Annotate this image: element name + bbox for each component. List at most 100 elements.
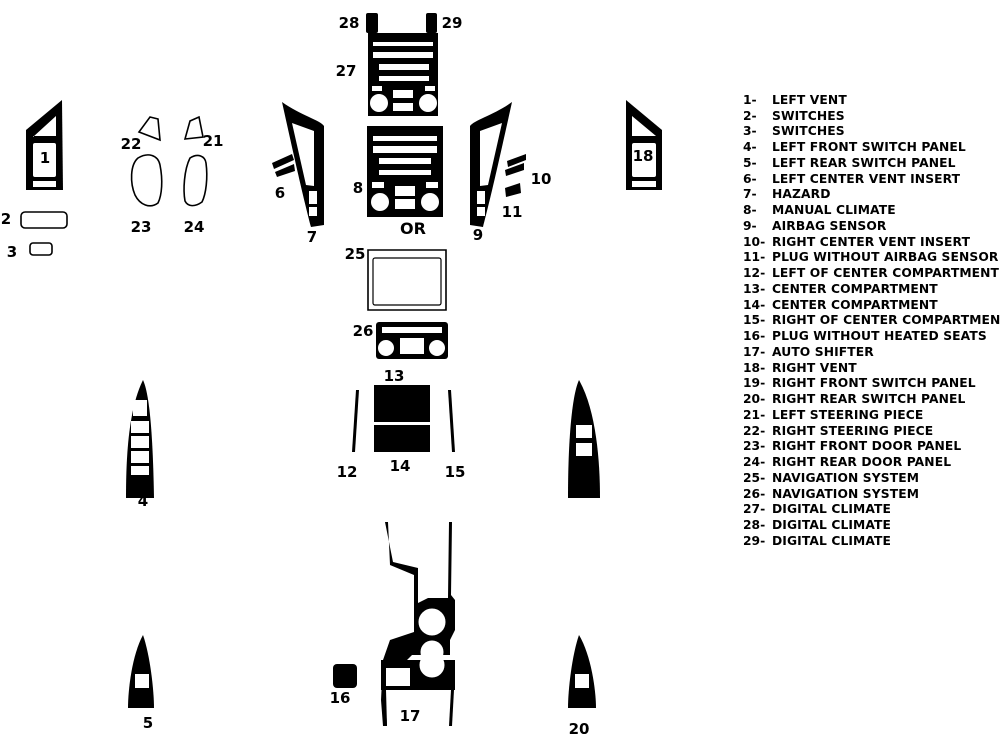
legend-item-label: CENTER COMPARTMENT xyxy=(772,297,938,312)
part-center-compartment-13 xyxy=(374,385,430,422)
callout-27: 27 xyxy=(336,62,357,80)
part-digital-climate-28 xyxy=(366,13,378,33)
legend-item-number: 6- xyxy=(743,171,757,186)
legend-item-number: 11- xyxy=(743,250,766,265)
legend-item-label: MANUAL CLIMATE xyxy=(772,203,896,218)
legend-item-label: RIGHT FRONT SWITCH PANEL xyxy=(772,376,976,391)
callout-8: 8 xyxy=(353,179,363,197)
legend-item-label: AIRBAG SENSOR xyxy=(772,218,887,233)
part-left-front-switch-panel xyxy=(126,380,154,498)
legend-item-label: DIGITAL CLIMATE xyxy=(772,518,892,533)
legend-item-number: 14- xyxy=(743,297,766,312)
callout-14: 14 xyxy=(390,457,411,475)
legend-item-label: DIGITAL CLIMATE xyxy=(772,533,892,548)
legend-item-label: RIGHT VENT xyxy=(772,360,857,375)
callout-20: 20 xyxy=(569,720,590,738)
legend-item: 9- AIRBAG SENSOR xyxy=(743,218,1000,234)
part-plug-without-heated-seats xyxy=(333,664,357,688)
legend-item-label: NAVIGATION SYSTEM xyxy=(772,470,920,485)
legend-item-number: 18- xyxy=(743,360,766,375)
legend-item-number: 28- xyxy=(743,518,766,533)
callout-17: 17 xyxy=(400,707,421,725)
legend-item: 1- LEFT VENT xyxy=(743,92,1000,108)
legend-item-number: 24- xyxy=(743,455,766,470)
legend-item: 23-RIGHT FRONT DOOR PANEL xyxy=(743,439,1000,455)
legend-item: 19-RIGHT FRONT SWITCH PANEL xyxy=(743,376,1000,392)
callout-19: 19 xyxy=(568,484,589,502)
callout-16: 16 xyxy=(330,689,351,707)
callout-11: 11 xyxy=(502,203,523,221)
legend-item: 28- DIGITAL CLIMATE xyxy=(743,517,1000,533)
legend-item-label: AUTO SHIFTER xyxy=(772,344,874,359)
legend-item-number: 1- xyxy=(743,92,757,107)
legend-item-label: RIGHT FRONT DOOR PANEL xyxy=(772,439,962,454)
legend-item: 2- SWITCHES xyxy=(743,108,1000,124)
legend-item: 29-DIGITAL CLIMATE xyxy=(743,533,1000,549)
part-digital-climate-27 xyxy=(368,33,438,116)
legend-item-number: 25- xyxy=(743,470,766,485)
part-left-vent xyxy=(26,100,63,190)
legend-item: 18- RIGHT VENT xyxy=(743,360,1000,376)
legend-item: 25- NAVIGATION SYSTEM xyxy=(743,470,1000,486)
legend-item: 14- CENTER COMPARTMENT xyxy=(743,297,1000,313)
legend-item-number: 9- xyxy=(743,218,757,233)
part-right-front-door-panel xyxy=(130,154,163,207)
callout-9: 9 xyxy=(473,226,483,244)
part-right-center-vent-insert xyxy=(505,154,526,176)
legend-item-label: LEFT OF CENTER COMPARTMENT xyxy=(772,266,1000,281)
legend-item-label: SWITCHES xyxy=(772,108,845,123)
legend-item-label: LEFT STEERING PIECE xyxy=(772,407,924,422)
legend-item-number: 13- xyxy=(743,281,766,296)
part-center-compartment-14 xyxy=(374,425,430,452)
callout-29: 29 xyxy=(442,14,463,32)
legend-item: 6-LEFT CENTER VENT INSERT xyxy=(743,171,1000,187)
part-left-rear-switch-panel xyxy=(128,635,154,708)
legend-item-number: 4- xyxy=(743,140,757,155)
legend-item-label: PLUG WITHOUT AIRBAG SENSOR xyxy=(772,250,999,265)
callout-26: 26 xyxy=(353,322,374,340)
part-navigation-system-25 xyxy=(367,249,447,311)
part-right-vent xyxy=(626,100,662,190)
callout-4: 4 xyxy=(138,492,148,510)
part-right-front-switch-panel xyxy=(568,380,600,498)
legend-item-label: RIGHT OF CENTER COMPARTMENT xyxy=(772,313,1000,328)
legend-item-number: 21- xyxy=(743,407,766,422)
legend-item-number: 3- xyxy=(743,124,757,139)
part-switches-2 xyxy=(20,211,68,229)
legend-item-label: LEFT REAR SWITCH PANEL xyxy=(772,155,956,170)
legend-item: 15- RIGHT OF CENTER COMPARTMENT xyxy=(743,313,1000,329)
callout-5: 5 xyxy=(143,714,153,732)
part-left-steering-piece xyxy=(183,115,204,140)
callout-2: 2 xyxy=(1,210,11,228)
legend-item-number: 10- xyxy=(743,234,766,249)
callout-or: OR xyxy=(400,219,426,238)
callout-22: 22 xyxy=(121,135,142,153)
part-right-of-center-compartment xyxy=(448,390,455,452)
legend-item: 26-NAVIGATION SYSTEM xyxy=(743,486,1000,502)
part-airbag-sensor xyxy=(470,102,512,227)
legend-item-label: RIGHT STEERING PIECE xyxy=(772,423,934,438)
legend-item-label: LEFT FRONT SWITCH PANEL xyxy=(772,140,966,155)
legend-item-label: RIGHT CENTER VENT INSERT xyxy=(772,234,971,249)
callout-7: 7 xyxy=(307,228,317,246)
legend-item: 10- RIGHT CENTER VENT INSERT xyxy=(743,234,1000,250)
legend-item-number: 27- xyxy=(743,502,766,517)
legend-item: 21- LEFT STEERING PIECE xyxy=(743,407,1000,423)
legend-item: 7-HAZARD xyxy=(743,187,1000,203)
legend-item: 16- PLUG WITHOUT HEATED SEATS xyxy=(743,328,1000,344)
callout-3: 3 xyxy=(7,243,17,261)
legend-item-label: LEFT VENT xyxy=(772,92,847,107)
legend-item-number: 16- xyxy=(743,329,766,344)
legend-item: 20-RIGHT REAR SWITCH PANEL xyxy=(743,391,1000,407)
callout-28: 28 xyxy=(339,14,360,32)
part-manual-climate xyxy=(367,126,443,217)
legend-item-label: PLUG WITHOUT HEATED SEATS xyxy=(772,329,987,344)
legend-item-number: 7- xyxy=(743,187,757,202)
legend-item: 3-SWITCHES xyxy=(743,124,1000,140)
legend-item-number: 2- xyxy=(743,108,757,123)
legend-item: 17-AUTO SHIFTER xyxy=(743,344,1000,360)
legend-item: 27-DIGITAL CLIMATE xyxy=(743,502,1000,518)
legend-item-number: 15- xyxy=(743,313,766,328)
